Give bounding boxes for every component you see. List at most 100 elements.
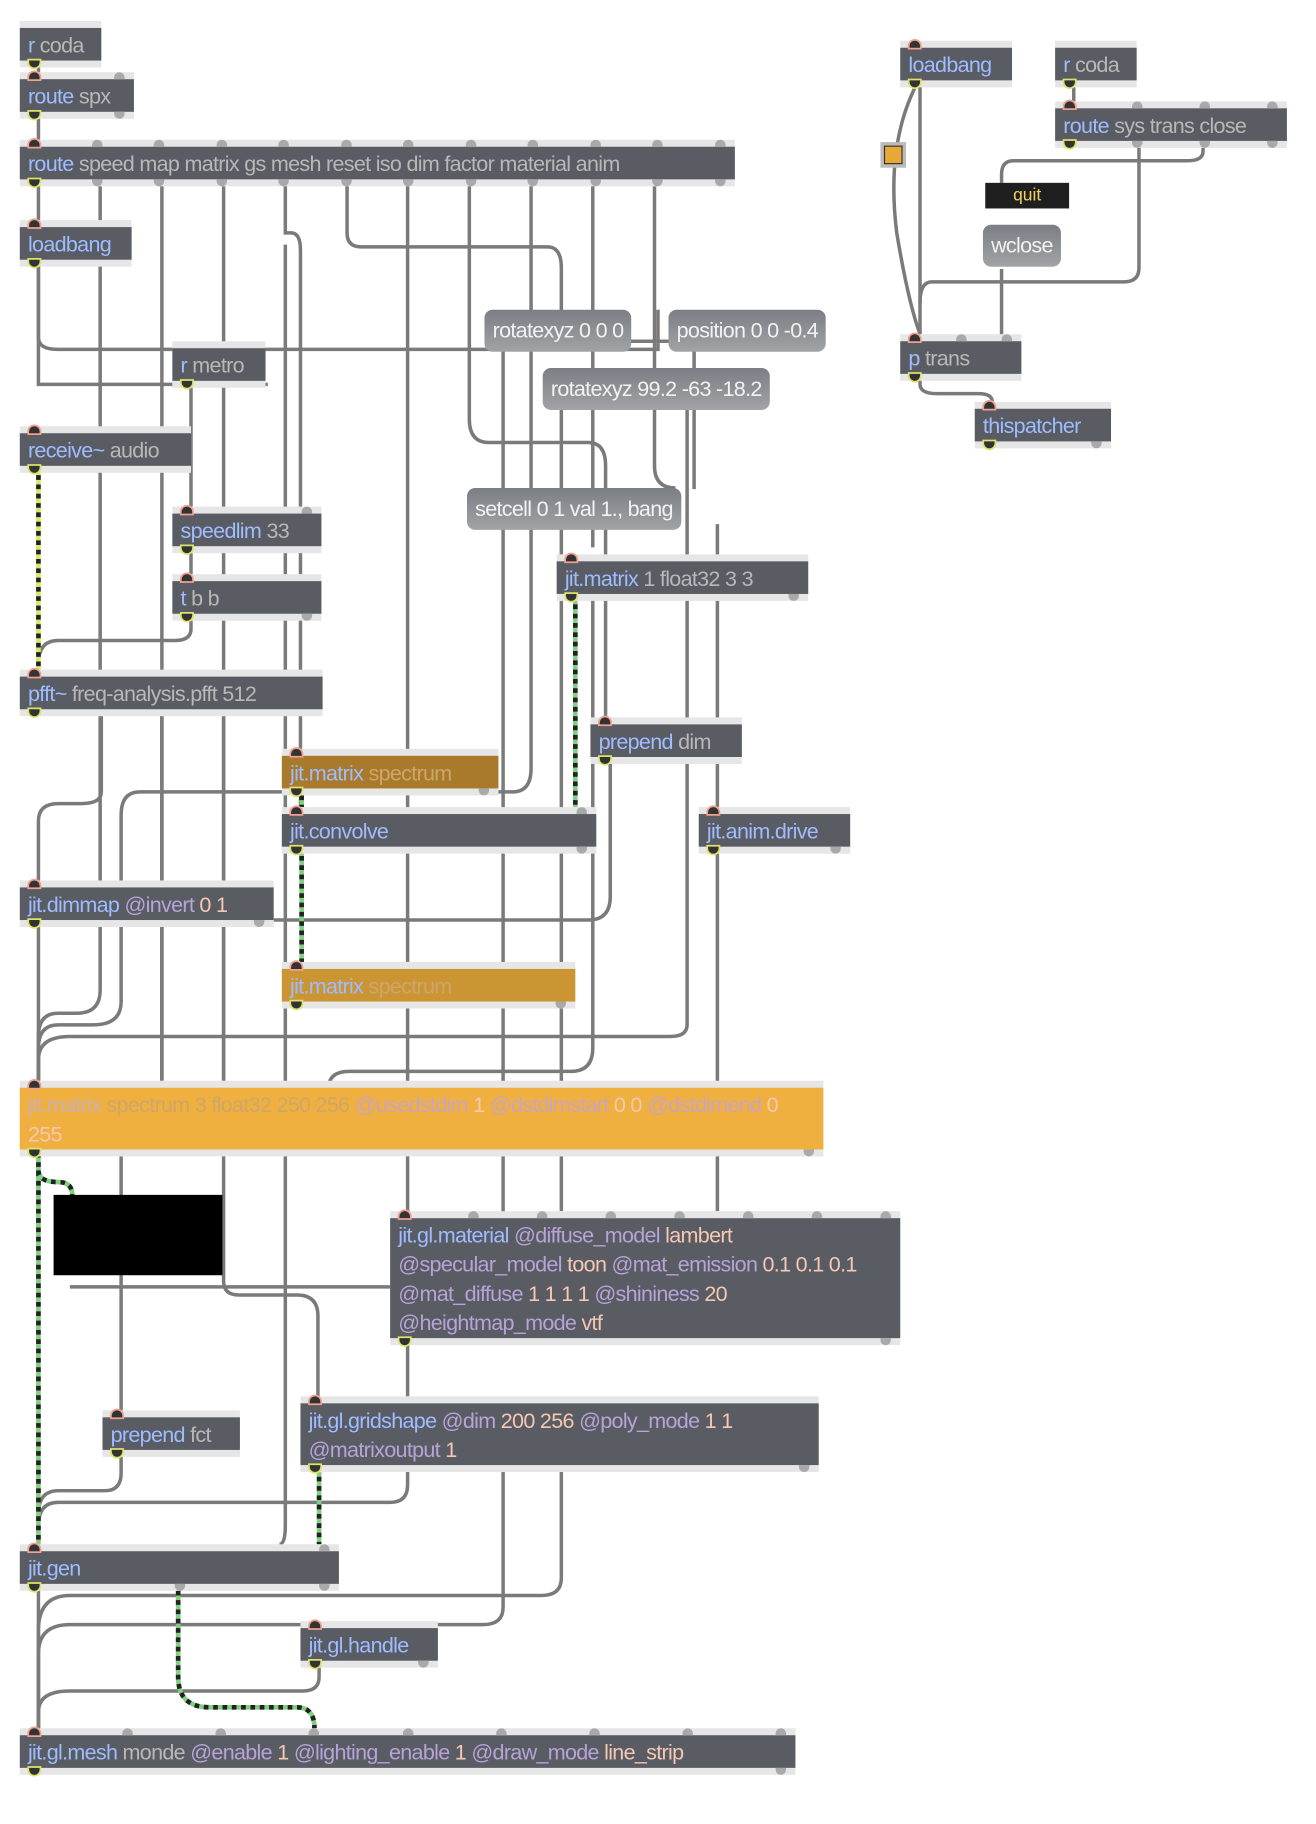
object-route-spx[interactable]: route spx	[19, 72, 134, 119]
inlet[interactable]	[1001, 334, 1013, 342]
matrix-cord[interactable]	[36, 1170, 75, 1196]
inlet[interactable]	[715, 139, 726, 147]
object-jit-matrix-spectrum-1[interactable]: jit.matrix spectrum	[281, 748, 499, 796]
inlet[interactable]	[403, 139, 414, 147]
inlet[interactable]	[29, 1080, 40, 1088]
inlet[interactable]	[29, 426, 40, 434]
object-thispatcher[interactable]: thispatcher	[974, 401, 1112, 449]
inlet[interactable]	[278, 139, 290, 147]
patch-cord[interactable]	[36, 177, 102, 1081]
outlet[interactable]	[880, 1338, 891, 1346]
object-r-metro[interactable]: r metro	[172, 341, 266, 388]
outlet[interactable]	[909, 80, 921, 88]
inlet[interactable]	[114, 72, 125, 80]
message-wclose[interactable]: wclose	[982, 224, 1061, 267]
inlet[interactable]	[909, 40, 921, 48]
inlet[interactable]	[29, 669, 40, 677]
outlet[interactable]	[715, 179, 726, 187]
outlet[interactable]	[1064, 140, 1075, 148]
outlet[interactable]	[576, 846, 587, 854]
outlet[interactable]	[1091, 441, 1102, 449]
inlet[interactable]	[29, 1728, 40, 1736]
outlet[interactable]	[909, 373, 921, 381]
object-receive-audio[interactable]: receive~ audio	[19, 426, 191, 473]
patch-cord[interactable]	[918, 138, 1141, 303]
outlet[interactable]	[91, 179, 102, 187]
inlet[interactable]	[565, 554, 577, 562]
object-prepend-fct[interactable]: prepend fct	[102, 1410, 240, 1457]
quit-message[interactable]: quit	[985, 182, 1070, 209]
object-r-coda-2[interactable]: r coda	[1055, 40, 1137, 88]
inlet[interactable]	[399, 1211, 410, 1219]
inlet[interactable]	[29, 880, 40, 888]
outlet[interactable]	[111, 1449, 123, 1457]
inlet[interactable]	[29, 139, 40, 147]
outlet[interactable]	[29, 465, 40, 473]
toggle[interactable]	[880, 142, 907, 168]
message-rotatexyz-zero[interactable]: rotatexyz 0 0 0	[484, 309, 632, 352]
outlet[interactable]	[775, 1767, 787, 1775]
message-position[interactable]: position 0 0 -0.4	[668, 309, 827, 352]
outlet[interactable]	[830, 846, 841, 854]
outlet[interactable]	[1267, 140, 1278, 148]
outlet[interactable]	[788, 593, 799, 601]
outlet[interactable]	[527, 179, 539, 187]
inlet[interactable]	[1199, 101, 1211, 109]
outlet[interactable]	[984, 441, 995, 449]
inlet[interactable]	[468, 1211, 479, 1219]
inlet[interactable]	[909, 334, 921, 342]
inlet[interactable]	[605, 1211, 617, 1219]
inlet[interactable]	[1064, 101, 1075, 109]
inlet[interactable]	[153, 139, 165, 147]
outlet[interactable]	[465, 179, 477, 187]
outlet[interactable]	[291, 846, 302, 854]
inlet[interactable]	[527, 139, 539, 147]
patch-cord[interactable]	[36, 256, 660, 352]
object-jit-gl-material[interactable]: jit.gl.material @diffuse_model lambert @…	[390, 1211, 901, 1346]
inlet[interactable]	[708, 807, 719, 815]
outlet[interactable]	[278, 179, 290, 187]
outlet[interactable]	[153, 179, 165, 187]
patch-cord[interactable]	[36, 1467, 564, 1729]
outlet[interactable]	[565, 593, 577, 601]
object-loadbang-1[interactable]: loadbang	[19, 220, 132, 267]
outlet[interactable]	[403, 179, 414, 187]
patch-cord[interactable]	[273, 754, 612, 922]
outlet[interactable]	[291, 788, 302, 796]
outlet[interactable]	[708, 846, 719, 854]
inlet[interactable]	[811, 1211, 823, 1219]
inlet[interactable]	[590, 139, 601, 147]
patch-cord[interactable]	[36, 611, 193, 670]
message-setcell[interactable]: setcell 0 1 val 1., bang	[467, 487, 681, 530]
patch-cord[interactable]	[652, 177, 676, 490]
inlet[interactable]	[682, 1728, 693, 1736]
object-loadbang-2[interactable]: loadbang	[900, 40, 1013, 88]
object-r-coda-1[interactable]: r coda	[19, 20, 102, 68]
patch-cord[interactable]	[345, 177, 696, 490]
inlet[interactable]	[91, 139, 102, 147]
outlet[interactable]	[29, 920, 40, 928]
inlet[interactable]	[309, 1396, 321, 1404]
outlet[interactable]	[798, 1465, 810, 1473]
outlet[interactable]	[1131, 140, 1143, 148]
inlet[interactable]	[181, 574, 193, 582]
inlet[interactable]	[576, 807, 587, 815]
inlet[interactable]	[743, 1211, 754, 1219]
outlet[interactable]	[29, 1583, 40, 1591]
outlet[interactable]	[1064, 80, 1075, 88]
inlet[interactable]	[495, 1728, 507, 1736]
inlet[interactable]	[536, 1211, 548, 1219]
object-jit-gl-handle[interactable]: jit.gl.handle	[300, 1621, 438, 1668]
inlet[interactable]	[216, 139, 227, 147]
outlet[interactable]	[29, 1767, 40, 1775]
inlet[interactable]	[291, 807, 302, 815]
outlet[interactable]	[803, 1149, 815, 1157]
outlet[interactable]	[309, 1660, 321, 1668]
object-route-main[interactable]: route speed map matrix gs mesh reset iso…	[19, 139, 735, 187]
inlet[interactable]	[599, 717, 611, 725]
outlet[interactable]	[174, 1583, 185, 1591]
object-jit-anim-drive[interactable]: jit.anim.drive	[698, 807, 851, 854]
inlet[interactable]	[181, 506, 193, 514]
outlet[interactable]	[652, 179, 664, 187]
outlet[interactable]	[399, 1338, 410, 1346]
